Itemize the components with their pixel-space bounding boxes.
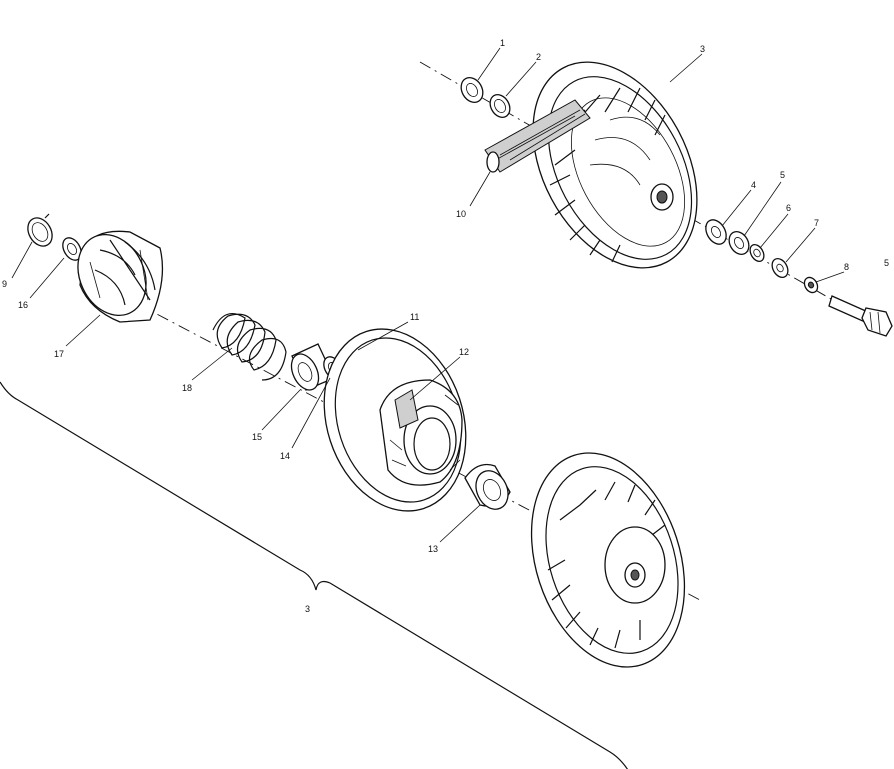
label-1: 1	[500, 38, 505, 48]
part-4-washer	[705, 219, 727, 245]
label-16: 16	[18, 300, 28, 310]
assembly-bracket	[0, 381, 629, 769]
part-7-washer	[771, 258, 789, 278]
label-4: 4	[751, 180, 756, 190]
part-1-bushing	[460, 77, 484, 103]
label-7: 7	[814, 218, 819, 228]
part-15-sleeve	[290, 343, 335, 391]
label-6: 6	[786, 203, 791, 213]
label-8: 8	[844, 262, 849, 272]
label-11: 11	[410, 312, 419, 322]
label-14: 14	[280, 451, 290, 461]
part-6-washer	[749, 243, 765, 263]
label-17: 17	[54, 349, 64, 359]
label-5-bolt: 5	[884, 258, 889, 268]
part-13-bearing	[464, 463, 511, 510]
part-12-moveable-sheave	[323, 328, 467, 512]
label-3-upper: 3	[700, 44, 705, 54]
label-12: 12	[459, 347, 469, 357]
label-2: 2	[536, 52, 541, 62]
label-15: 15	[252, 432, 262, 442]
label-18: 18	[182, 383, 192, 393]
part-3-moveable-sheave	[532, 61, 698, 269]
part-5-bolt	[828, 295, 893, 337]
part-8-nut	[803, 276, 819, 294]
part-9-snap-ring	[27, 213, 53, 247]
part-18-spring	[212, 312, 287, 381]
label-13: 13	[428, 544, 438, 554]
part-17-cam-cup	[77, 230, 164, 323]
label-10: 10	[456, 209, 466, 219]
callout-labels: 1 2 3 4 5 6 7 8 5 10 9 16 17 11 12 18 15…	[2, 38, 889, 614]
part-5-washer	[728, 231, 750, 255]
stationary-sheave	[530, 452, 686, 668]
label-5-washer: 5	[780, 170, 785, 180]
part-10-weight-block	[484, 99, 591, 173]
label-3-assembly: 3	[305, 604, 310, 614]
part-2-washer	[489, 94, 511, 118]
leader-lines	[11, 47, 845, 543]
label-9: 9	[2, 279, 7, 289]
